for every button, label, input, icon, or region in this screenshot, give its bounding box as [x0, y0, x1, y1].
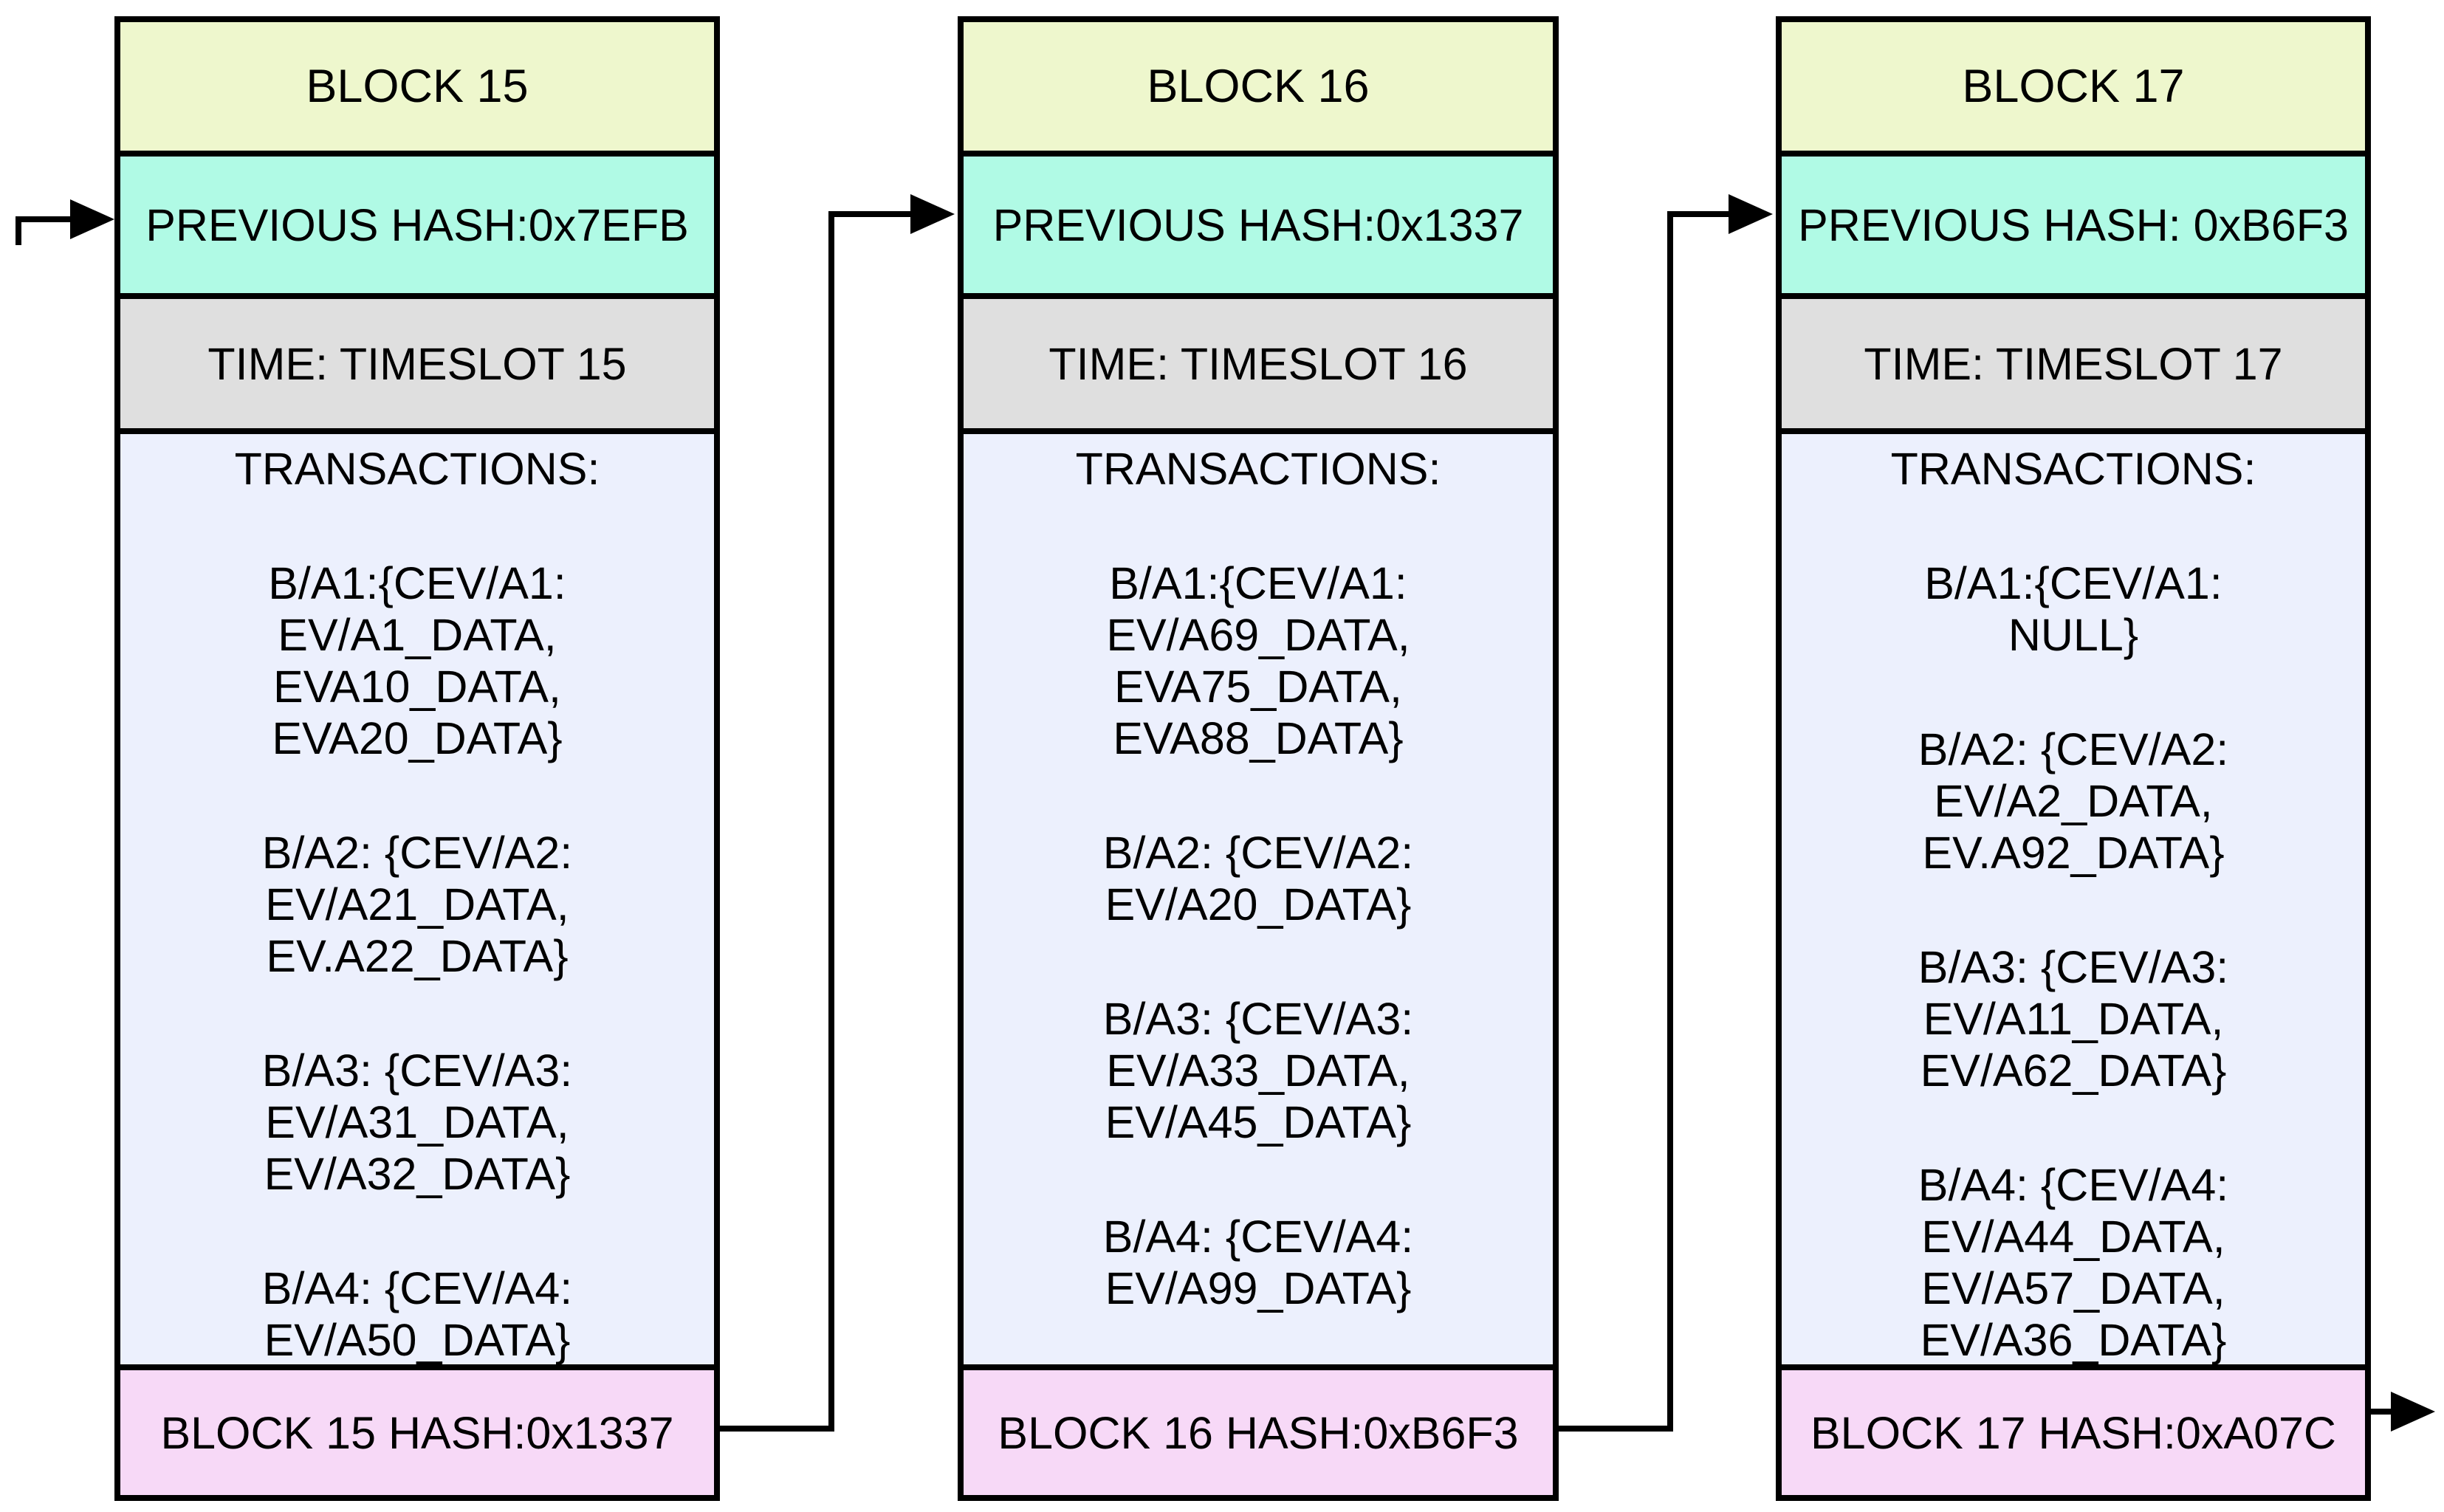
- block-16-timestamp: TIME: TIMESLOT 16: [964, 293, 1553, 428]
- block-15-timestamp: TIME: TIMESLOT 15: [120, 293, 714, 428]
- block-16-title: BLOCK 16: [964, 22, 1553, 151]
- link-block16-to-block17-arrow: [1559, 194, 1773, 1432]
- transaction-group: B/A1:{CEV/A1: EV/A1_DATA, EVA10_DATA, EV…: [268, 558, 566, 763]
- block-17-timestamp: TIME: TIMESLOT 17: [1782, 293, 2365, 428]
- transaction-group: B/A2: {CEV/A2: EV/A21_DATA, EV.A22_DATA}: [261, 828, 573, 981]
- transaction-group: B/A4: {CEV/A4: EV/A99_DATA}: [1102, 1212, 1414, 1313]
- transaction-group: B/A2: {CEV/A2: EV/A2_DATA, EV.A92_DATA}: [1918, 724, 2229, 878]
- block-16-hash: BLOCK 16 HASH:0xB6F3: [964, 1364, 1553, 1495]
- transaction-group: B/A1:{CEV/A1: EV/A69_DATA, EVA75_DATA, E…: [1106, 558, 1410, 763]
- block-16: BLOCK 16 PREVIOUS HASH:0x1337 TIME: TIME…: [958, 16, 1559, 1501]
- transaction-group: B/A1:{CEV/A1: NULL}: [1924, 558, 2222, 660]
- block-17-previous-hash: PREVIOUS HASH: 0xB6F3: [1782, 151, 2365, 293]
- block-17: BLOCK 17 PREVIOUS HASH: 0xB6F3 TIME: TIM…: [1776, 16, 2371, 1501]
- chain-entry-arrow: [16, 199, 114, 245]
- transaction-group: B/A3: {CEV/A3: EV/A11_DATA, EV/A62_DATA}: [1918, 942, 2229, 1096]
- transaction-group: B/A2: {CEV/A2: EV/A20_DATA}: [1102, 828, 1414, 929]
- block-15-title: BLOCK 15: [120, 22, 714, 151]
- transaction-group: B/A3: {CEV/A3: EV/A33_DATA, EV/A45_DATA}: [1102, 994, 1414, 1147]
- block-16-previous-hash: PREVIOUS HASH:0x1337: [964, 151, 1553, 293]
- block-16-transactions-section: TRANSACTIONS: B/A1:{CEV/A1: EV/A69_DATA,…: [964, 428, 1553, 1364]
- block-15-transactions-section: TRANSACTIONS: B/A1:{CEV/A1: EV/A1_DATA, …: [120, 428, 714, 1365]
- transactions-label: TRANSACTIONS:: [1890, 444, 2256, 494]
- transaction-group: B/A3: {CEV/A3: EV/A31_DATA, EV/A32_DATA}: [261, 1045, 573, 1199]
- transaction-group: B/A4: {CEV/A4: EV/A50_DATA}: [261, 1263, 573, 1365]
- block-15-previous-hash: PREVIOUS HASH:0x7EFB: [120, 151, 714, 293]
- chain-exit-arrow: [2371, 1392, 2435, 1432]
- transactions-label: TRANSACTIONS:: [1075, 444, 1441, 494]
- block-15: BLOCK 15 PREVIOUS HASH:0x7EFB TIME: TIME…: [114, 16, 720, 1501]
- block-17-transactions-section: TRANSACTIONS: B/A1:{CEV/A1: NULL} B/A2: …: [1782, 428, 2365, 1365]
- transaction-group: B/A4: {CEV/A4: EV/A44_DATA, EV/A57_DATA,…: [1918, 1160, 2229, 1365]
- transactions-label: TRANSACTIONS:: [234, 444, 600, 494]
- block-17-hash: BLOCK 17 HASH:0xA07C: [1782, 1364, 2365, 1495]
- block-15-hash: BLOCK 15 HASH:0x1337: [120, 1364, 714, 1495]
- link-block15-to-block16-arrow: [720, 194, 955, 1432]
- block-17-title: BLOCK 17: [1782, 22, 2365, 151]
